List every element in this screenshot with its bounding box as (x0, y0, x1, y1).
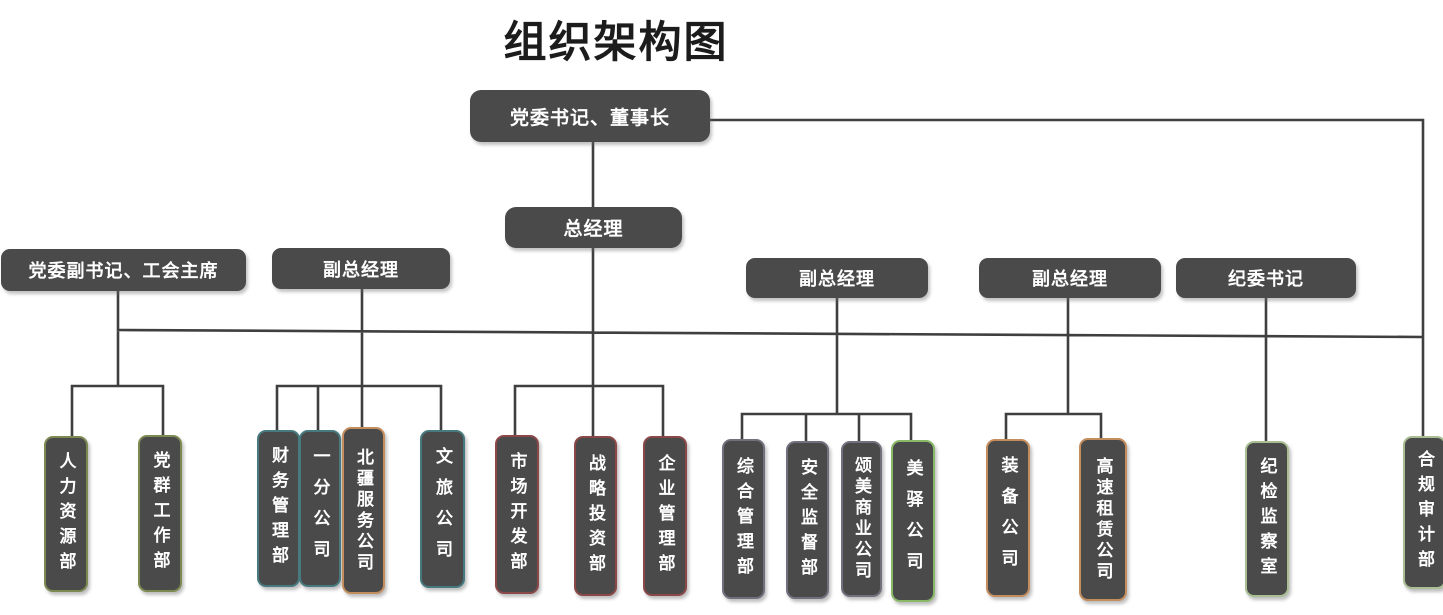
manager-box-deputy-gm-1: 副总经理 (272, 248, 450, 289)
dept-box-strategic-investment: 战略投资部 (574, 436, 617, 596)
manager-box-deputy-party-secretary: 党委副书记、工会主席 (1, 249, 246, 291)
dept-box-compliance-audit: 合规审计部 (1403, 436, 1443, 589)
page-title: 组织架构图 (503, 20, 729, 67)
manager-box-deputy-gm-2: 副总经理 (746, 258, 928, 298)
dept-label: 北疆服务公司 (354, 447, 373, 574)
general-manager-box: 总经理 (505, 207, 682, 248)
dept-box-culture-tourism: 文旅公司 (420, 430, 465, 588)
dept-box-expressway-leasing: 高速租赁公司 (1079, 438, 1127, 601)
dept-label: 综合管理部 (734, 456, 753, 582)
chairman-box: 党委书记、董事长 (470, 90, 710, 142)
dept-box-discipline-inspection: 纪检监察室 (1245, 441, 1289, 597)
dept-label: 一分公司 (310, 446, 330, 571)
dept-box-first-branch: 一分公司 (299, 430, 341, 587)
dept-box-general-management: 综合管理部 (722, 439, 765, 599)
dept-box-finance: 财务管理部 (257, 430, 300, 587)
dept-label: 战略投资部 (586, 453, 605, 579)
dept-label: 高速租赁公司 (1093, 456, 1113, 583)
dept-label: 安全监督部 (798, 457, 817, 583)
dept-label: 党群工作部 (150, 451, 170, 576)
dept-box-meiyi-company: 美驿公司 (891, 440, 935, 602)
dept-box-market-development: 市场开发部 (495, 435, 539, 594)
dept-box-beijiang-service: 北疆服务公司 (342, 427, 385, 594)
manager-box-deputy-gm-3: 副总经理 (979, 258, 1161, 298)
dept-label: 纪检监察室 (1257, 456, 1277, 582)
dept-label: 装备公司 (998, 456, 1018, 580)
dept-label: 美驿公司 (903, 459, 923, 583)
dept-box-party-mass-work: 党群工作部 (138, 435, 182, 592)
dept-label: 企业管理部 (655, 453, 675, 579)
dept-label: 市场开发部 (507, 452, 527, 577)
dept-box-songmei-commercial: 颂美商业公司 (841, 441, 882, 597)
dept-box-equipment-company: 装备公司 (986, 439, 1030, 597)
dept-box-enterprise-management: 企业管理部 (643, 436, 687, 596)
dept-label: 人力资源部 (56, 451, 76, 577)
dept-box-safety-supervision: 安全监督部 (786, 441, 829, 599)
dept-label: 文旅公司 (433, 447, 452, 571)
dept-label: 颂美商业公司 (852, 456, 871, 582)
dept-label: 财务管理部 (269, 446, 288, 571)
manager-box-discipline-secretary: 纪委书记 (1176, 258, 1356, 298)
dept-label: 合规审计部 (1415, 450, 1434, 575)
dept-box-human-resources: 人力资源部 (44, 436, 88, 592)
